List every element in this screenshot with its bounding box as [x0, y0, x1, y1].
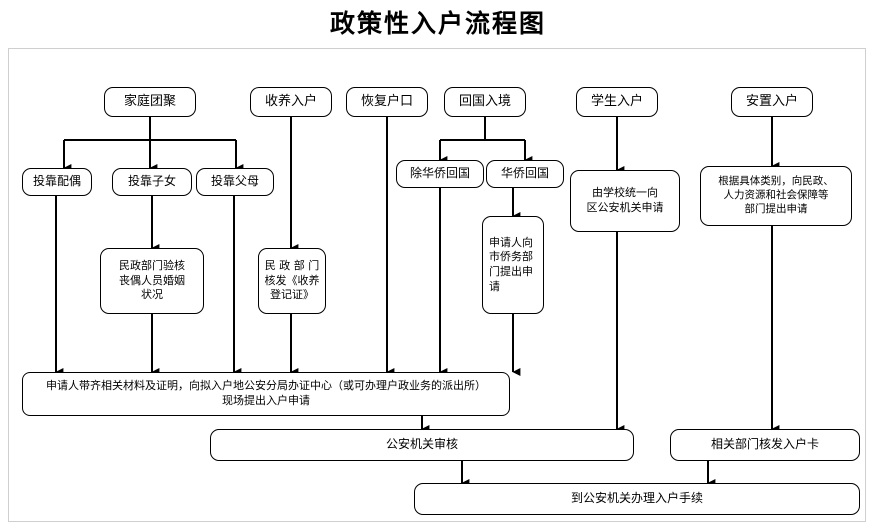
node-children[interactable]: 投靠子女 — [112, 168, 192, 196]
node-label: 公安机关审核 — [385, 437, 458, 452]
node-family-reunion[interactable]: 家庭团聚 — [104, 87, 196, 117]
node-non-overseas[interactable]: 除华侨回国 — [396, 160, 484, 188]
node-main-apply[interactable]: 申请人带齐相关材料及证明，向拟入户地公安分局办证中心（或可办理户政业务的派出所）… — [22, 372, 510, 416]
node-label: 华侨回国 — [500, 166, 549, 181]
node-label: 投靠配偶 — [32, 174, 81, 189]
node-police-review[interactable]: 公安机关审核 — [210, 429, 634, 461]
node-label-line-2: 人力资源和社会保障等 — [723, 189, 829, 202]
node-final-step[interactable]: 到公安机关办理入户手续 — [414, 483, 860, 515]
node-student[interactable]: 学生入户 — [576, 87, 658, 117]
node-label: 投靠子女 — [127, 174, 176, 189]
node-issue-card[interactable]: 相关部门核发入户卡 — [670, 429, 860, 461]
node-civil-adopt[interactable]: 民 政 部 门 核发《收养 登记证》 — [258, 248, 326, 314]
node-parents[interactable]: 投靠父母 — [196, 168, 274, 196]
node-label: 学生入户 — [590, 94, 643, 110]
node-label-line-2: 区公安机关申请 — [586, 201, 664, 214]
node-spouse[interactable]: 投靠配偶 — [22, 168, 92, 196]
node-label: 恢复户口 — [360, 94, 413, 110]
node-label-line-3: 门提出申 — [489, 265, 533, 278]
node-label-line-3: 状况 — [141, 288, 163, 302]
node-overseas[interactable]: 华侨回国 — [486, 160, 564, 188]
node-label-line-2: 核发《收养 — [264, 273, 320, 287]
node-label: 收养入户 — [264, 94, 317, 110]
node-label-line-2: 现场提出入户申请 — [222, 394, 310, 407]
node-label: 投靠父母 — [210, 174, 259, 189]
node-label: 相关部门核发入户卡 — [710, 437, 819, 452]
node-label-line-1: 根据具体类别，向民政、 — [718, 175, 834, 188]
node-label: 除华侨回国 — [409, 166, 470, 181]
node-resettle-apply[interactable]: 根据具体类别，向民政、 人力资源和社会保障等 部门提出申请 — [700, 166, 852, 226]
node-resettle[interactable]: 安置入户 — [731, 87, 813, 117]
node-label-line-2: 市侨务部 — [489, 250, 533, 264]
node-label-line-2: 丧偶人员婚姻 — [119, 273, 185, 287]
node-label: 回国入境 — [458, 94, 511, 110]
node-civil-widow[interactable]: 民政部门验核 丧偶人员婚姻 状况 — [100, 248, 204, 314]
node-restore-hukou[interactable]: 恢复户口 — [346, 87, 428, 117]
node-label-line-3: 部门提出申请 — [744, 202, 808, 215]
node-label: 到公安机关办理入户手续 — [570, 491, 703, 506]
node-label: 家庭团聚 — [123, 94, 176, 110]
node-label-line-1: 民政部门验核 — [119, 259, 185, 273]
node-overseas-apply[interactable]: 申请人向 市侨务部 门提出申 请 — [482, 216, 544, 314]
node-adoption[interactable]: 收养入户 — [250, 87, 332, 117]
node-label-line-3: 登记证》 — [270, 288, 314, 302]
page-title: 政策性入户流程图 — [329, 9, 546, 38]
node-label-line-4: 请 — [489, 279, 500, 293]
node-label-line-1: 民 政 部 门 — [264, 259, 320, 273]
node-return-entry[interactable]: 回国入境 — [444, 87, 526, 117]
node-label: 安置入户 — [745, 94, 798, 110]
node-label-line-1: 由学校统一向 — [592, 186, 658, 200]
node-label-line-1: 申请人带齐相关材料及证明，向拟入户地公安分局办证中心（或可办理户政业务的派出所） — [46, 379, 486, 393]
node-label-line-1: 申请人向 — [489, 235, 533, 249]
node-school-apply[interactable]: 由学校统一向 区公安机关申请 — [570, 170, 680, 232]
